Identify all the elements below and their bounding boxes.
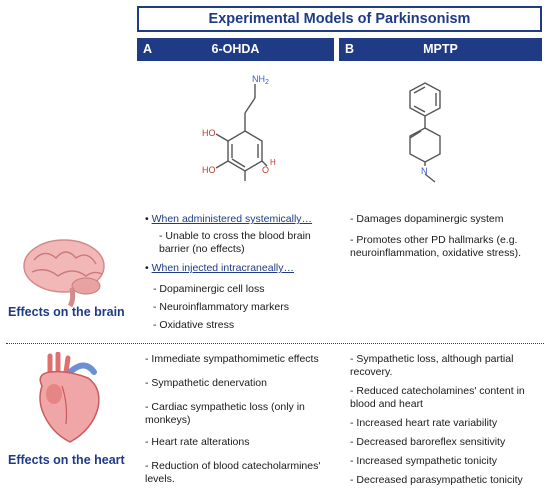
brain-a-text: • When administered systemically… - Unab…	[145, 213, 335, 332]
brain-a-item-3: - Oxidative stress	[153, 319, 235, 331]
mptp-structure: N	[409, 82, 441, 183]
brain-a-item-1: - Dopaminergic cell loss	[153, 283, 265, 295]
label-subscript-2: 2	[265, 79, 269, 86]
diagram-title: Experimental Models of Parkinsonism	[137, 6, 542, 32]
brain-a-bullet1-sub: Unable to cross the blood brain barrier …	[159, 230, 311, 255]
label-h: H	[270, 158, 276, 167]
heart-b-text: - Sympathetic loss, although partial rec…	[350, 353, 542, 487]
label-ho-left: HO	[202, 165, 216, 175]
heart-a-item-4: - Heart rate alterations	[145, 436, 250, 448]
column-a-letter: A	[143, 42, 153, 56]
label-ho-top: HO	[202, 128, 216, 138]
heart-a-item-2: - Sympathetic denervation	[145, 377, 267, 389]
heart-a-item-5: - Reduction of blood catecholarmines' le…	[145, 460, 321, 485]
heart-b-item-4: - Decreased baroreflex sensitivity	[350, 436, 506, 448]
heart-a-item-3: - Cardiac sympathetic loss (only in monk…	[145, 401, 305, 426]
label-n: N	[421, 166, 428, 176]
column-b-name: MPTP	[423, 42, 458, 56]
heart-b-item-2: - Reduced catecholamines' content in blo…	[350, 385, 525, 410]
brain-icon	[23, 239, 105, 308]
6-ohda-structure: NH 2 HO HO O H	[202, 74, 276, 181]
heart-b-item-5: - Increased sympathetic tonicity	[350, 455, 498, 467]
column-b-letter: B	[345, 42, 355, 56]
brain-label: Effects on the brain	[8, 305, 125, 319]
brain-b-item-1: - Damages dopaminergic system	[350, 213, 504, 225]
label-nh: NH	[252, 74, 265, 84]
brain-a-bullet1: When administered systemically…	[151, 213, 313, 225]
column-header-b: B MPTP	[339, 38, 542, 61]
brain-a-bullet2: When injected intracraneally…	[151, 262, 294, 274]
heart-a-text: - Immediate sympathomimetic effects - Sy…	[145, 353, 335, 486]
heart-b-item-3: - Increased heart rate variability	[350, 417, 498, 429]
heart-icon	[39, 352, 100, 443]
heart-b-item-6: - Decreased parasympathetic tonicity	[350, 474, 523, 486]
heart-b-item-1: - Sympathetic loss, although partial rec…	[350, 353, 514, 378]
brain-b-text: - Damages dopaminergic system - Promotes…	[350, 213, 540, 260]
brain-b-item-2: - Promotes other PD hallmarks (e.g. neur…	[350, 234, 521, 259]
heart-a-item-1: - Immediate sympathomimetic effects	[145, 353, 319, 365]
brain-a-item-2: - Neuroinflammatory markers	[153, 301, 289, 313]
heart-label: Effects on the heart	[8, 453, 125, 467]
column-a-name: 6-OHDA	[211, 42, 260, 56]
column-header-a: A 6-OHDA	[137, 38, 334, 61]
section-divider	[6, 343, 544, 344]
label-o: O	[262, 165, 269, 175]
